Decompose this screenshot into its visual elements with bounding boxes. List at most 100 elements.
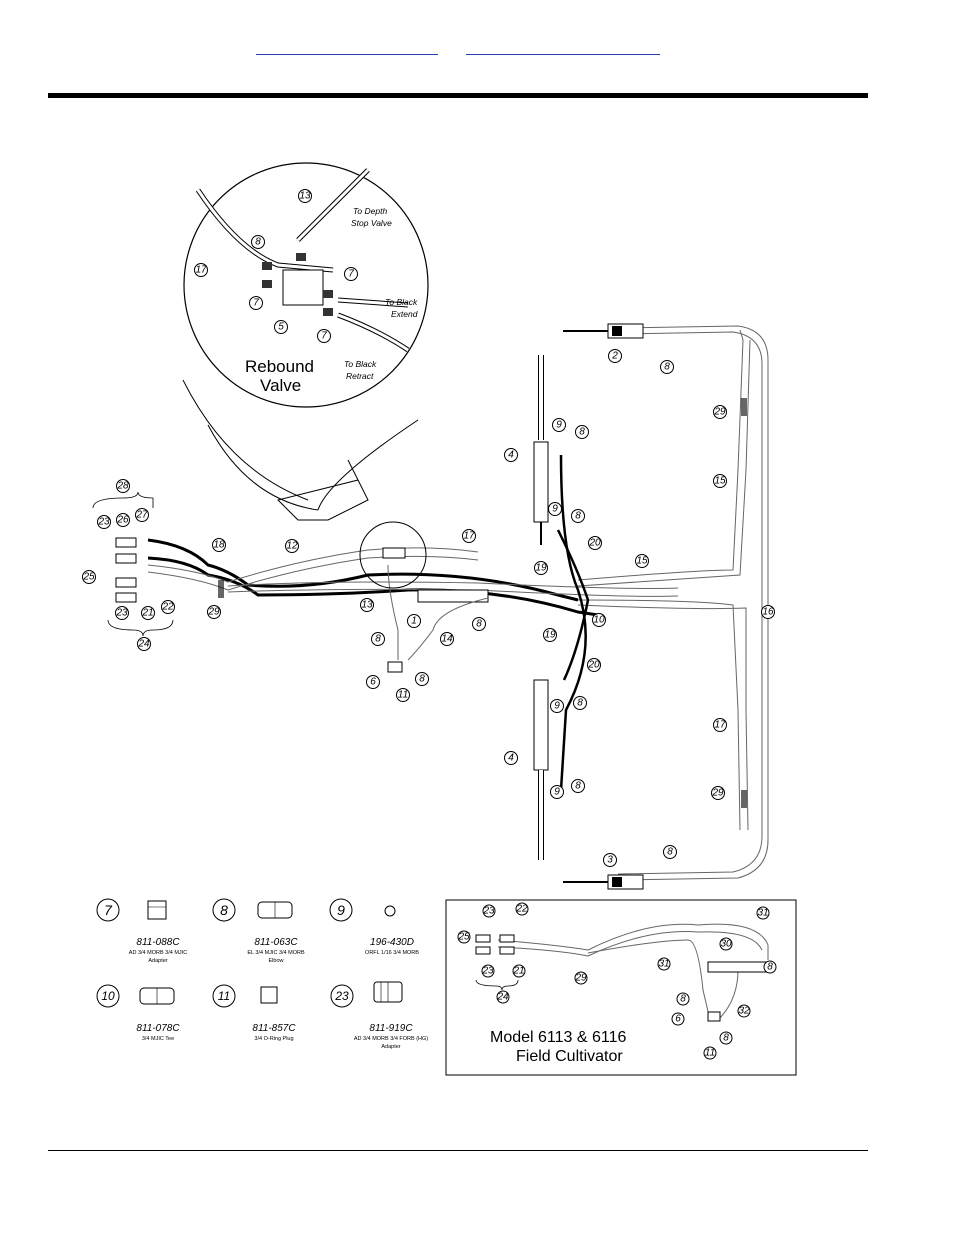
svg-text:17: 17 <box>195 265 207 276</box>
callout-2: 2 <box>608 349 622 363</box>
callout-29: 29 <box>711 786 725 800</box>
callout-10: 10 <box>592 613 606 627</box>
fitting <box>262 280 272 288</box>
inset-title-1: Rebound <box>245 357 314 376</box>
callout-18: 18 <box>212 538 226 552</box>
svg-text:2: 2 <box>611 351 618 362</box>
svg-text:9: 9 <box>554 701 560 712</box>
detail-circle <box>359 521 427 589</box>
svg-text:8: 8 <box>579 427 585 438</box>
rebound-valve <box>387 661 403 673</box>
svg-text:20: 20 <box>588 538 601 549</box>
model-callout-29: 29 <box>574 971 588 985</box>
svg-text:8: 8 <box>476 619 482 630</box>
callout-20: 20 <box>587 658 601 672</box>
model-title-1: Model 6113 & 6116 <box>490 1029 627 1046</box>
svg-text:9: 9 <box>337 902 345 918</box>
svg-text:21: 21 <box>141 608 153 619</box>
callout-11: 11 <box>396 688 410 702</box>
callout-8: 8 <box>663 845 677 859</box>
svg-text:1: 1 <box>411 616 417 627</box>
svg-text:25: 25 <box>457 932 470 943</box>
callout-15: 15 <box>635 554 649 568</box>
footer-rule <box>48 1150 868 1151</box>
svg-text:8: 8 <box>664 362 670 373</box>
note-depth-1: To Depth <box>353 206 387 216</box>
parts-legend: 7 811-088C AD 3/4 MORB 3/4 MJIC Adapter … <box>96 898 428 1050</box>
callout-21: 21 <box>141 606 155 620</box>
model-title-2: Field Cultivator <box>516 1048 623 1065</box>
center-cylinder <box>417 589 489 603</box>
svg-text:24: 24 <box>137 639 150 650</box>
callout-19: 19 <box>534 561 548 575</box>
svg-text:811-078C: 811-078C <box>136 1023 180 1034</box>
svg-text:6: 6 <box>370 677 376 688</box>
callout-8: 8 <box>571 779 585 793</box>
svg-text:811-857C: 811-857C <box>252 1023 296 1034</box>
callout-7: 7 <box>344 267 358 281</box>
svg-text:29: 29 <box>574 973 587 984</box>
callout-1: 1 <box>407 614 421 628</box>
svg-text:18: 18 <box>213 540 225 551</box>
callout-17: 17 <box>194 263 208 277</box>
callout-9: 9 <box>550 699 564 713</box>
model-callout-23: 23 <box>482 904 496 918</box>
callout-9: 9 <box>552 418 566 432</box>
svg-text:Adapter: Adapter <box>381 1044 400 1050</box>
callout-4: 4 <box>504 448 518 462</box>
svg-text:AD 3/4 MORB 3/4 MJIC: AD 3/4 MORB 3/4 MJIC <box>129 950 187 956</box>
callout-8: 8 <box>251 235 265 249</box>
nav-link-next[interactable] <box>466 40 660 55</box>
svg-text:AD 3/4 MORB 3/4 FORB (HG): AD 3/4 MORB 3/4 FORB (HG) <box>354 1036 428 1042</box>
part-23: 23 811-919C AD 3/4 MORB 3/4 FORB (HG) Ad… <box>330 981 428 1050</box>
svg-text:23: 23 <box>482 906 495 917</box>
fitting <box>296 253 306 261</box>
svg-text:15: 15 <box>714 476 726 487</box>
svg-text:8: 8 <box>255 237 261 248</box>
svg-text:10: 10 <box>101 989 115 1003</box>
svg-text:32: 32 <box>738 1006 750 1017</box>
svg-text:20: 20 <box>587 660 600 671</box>
callout-14: 14 <box>440 632 454 646</box>
svg-text:8: 8 <box>575 511 581 522</box>
svg-text:12: 12 <box>286 541 298 552</box>
svg-text:29: 29 <box>207 607 220 618</box>
model-callout-30: 30 <box>719 937 733 951</box>
svg-text:21: 21 <box>512 966 524 977</box>
svg-text:8: 8 <box>767 962 773 973</box>
callout-25: 25 <box>82 570 96 584</box>
part-9: 9 196-430D ORFL 1/16 3/4 MORB <box>329 898 419 956</box>
part-8: 8 811-063C EL 3/4 MJIC 3/4 MORB Elbow <box>212 898 305 964</box>
main-hose-layout <box>92 323 769 890</box>
part-11: 11 811-857C 3/4 O-Ring Plug <box>212 984 296 1042</box>
model-callout-8: 8 <box>676 992 690 1006</box>
callout-8: 8 <box>371 632 385 646</box>
callout-16: 16 <box>761 605 775 619</box>
callout-17: 17 <box>462 529 476 543</box>
svg-text:ORFL 1/16 3/4 MORB: ORFL 1/16 3/4 MORB <box>365 950 419 956</box>
svg-text:27: 27 <box>135 510 148 521</box>
model-callout-8: 8 <box>763 960 777 974</box>
svg-text:31: 31 <box>658 959 669 970</box>
svg-text:11: 11 <box>398 690 408 701</box>
svg-text:25: 25 <box>82 572 95 583</box>
svg-text:29: 29 <box>711 788 724 799</box>
svg-text:8: 8 <box>680 994 686 1005</box>
svg-text:8: 8 <box>667 847 673 858</box>
callout-17: 17 <box>713 718 727 732</box>
callout-12: 12 <box>285 539 299 553</box>
svg-text:6: 6 <box>675 1014 681 1025</box>
callout-29: 29 <box>713 405 727 419</box>
fitting <box>262 262 272 270</box>
model-callout-24: 24 <box>496 990 510 1004</box>
svg-text:24: 24 <box>496 992 509 1003</box>
svg-text:Elbow: Elbow <box>269 958 284 964</box>
nav-link-previous[interactable] <box>256 40 438 55</box>
svg-text:28: 28 <box>116 481 129 492</box>
callout-29: 29 <box>207 605 221 619</box>
svg-text:811-088C: 811-088C <box>136 937 180 948</box>
model-callout-22: 22 <box>515 902 529 916</box>
model-callout-11: 11 <box>703 1046 717 1060</box>
callout-7: 7 <box>249 296 263 310</box>
svg-text:3/4 O-Ring Plug: 3/4 O-Ring Plug <box>254 1036 293 1042</box>
